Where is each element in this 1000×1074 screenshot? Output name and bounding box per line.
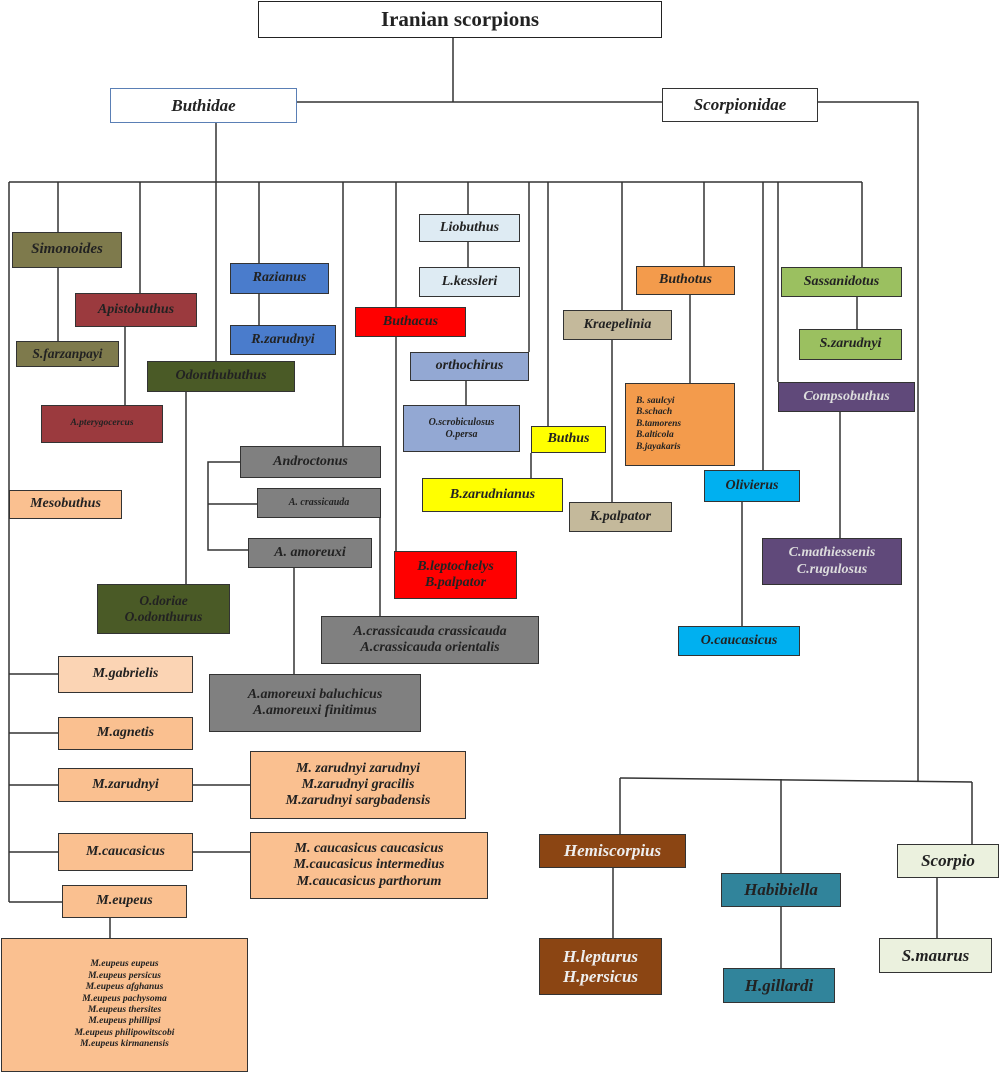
species-hemiscorpius-list: H.lepturus H.persicus bbox=[539, 938, 662, 995]
species-o-doriae: O.doriae bbox=[139, 593, 188, 609]
species-k-palpator: K.palpator bbox=[569, 502, 672, 532]
species-m-eupeus: M.eupeus bbox=[62, 885, 187, 918]
species-o-scrobiculosus: O.scrobiculosus bbox=[428, 417, 495, 428]
subspecies-m-eupeus-phillipsi: M.eupeus phillipsi bbox=[88, 1016, 161, 1027]
subspecies-m-zarudnyi-gracilis: M.zarudnyi gracilis bbox=[301, 776, 415, 792]
species-h-persicus: H.persicus bbox=[562, 966, 639, 986]
species-m-caucasicus: M.caucasicus bbox=[58, 833, 193, 871]
species-compsobuthus-list: C.mathiessenis C.rugulosus bbox=[762, 538, 902, 585]
subspecies-m-zarudnyi-list: M. zarudnyi zarudnyi M.zarudnyi gracilis… bbox=[250, 751, 466, 819]
genus-orthochirus: orthochirus bbox=[410, 352, 529, 381]
species-m-gabrielis: M.gabrielis bbox=[58, 656, 193, 693]
species-buthacus-list: B.leptochelys B.palpator bbox=[394, 551, 517, 599]
species-b-alticola: B.alticola bbox=[636, 430, 674, 441]
genus-habibiella: Habibiella bbox=[721, 873, 841, 907]
genus-razianus: Razianus bbox=[230, 263, 329, 294]
species-odonthubuthus-list: O.doriae O.odonthurus bbox=[97, 584, 230, 634]
genus-mesobuthus: Mesobuthus bbox=[9, 490, 122, 519]
species-a-crassicauda: A. crassicauda bbox=[257, 488, 381, 518]
species-b-zarudnianus: B.zarudnianus bbox=[422, 478, 563, 512]
genus-odonthubuthus: Odonthubuthus bbox=[147, 361, 295, 392]
subspecies-m-zarudnyi-sargbadensis: M.zarudnyi sargbadensis bbox=[285, 793, 431, 809]
subspecies-a-amoreuxi-list: A.amoreuxi baluchicus A.amoreuxi finitim… bbox=[209, 674, 421, 732]
genus-buthotus: Buthotus bbox=[636, 266, 735, 295]
subspecies-m-eupeus-afghanus: M.eupeus afghanus bbox=[85, 982, 164, 993]
genus-sassanidotus: Sassanidotus bbox=[781, 267, 902, 297]
species-m-zarudnyi: M.zarudnyi bbox=[58, 768, 193, 802]
genus-apistobuthus: Apistobuthus bbox=[75, 293, 197, 327]
subspecies-a-crassicauda-list: A.crassicauda crassicauda A.crassicauda … bbox=[321, 616, 539, 664]
genus-buthus: Buthus bbox=[531, 426, 606, 453]
species-orthochirus-list: O.scrobiculosus O.persa bbox=[403, 405, 520, 452]
genus-scorpio: Scorpio bbox=[897, 844, 999, 878]
subspecies-m-eupeus-kirmanensis: M.eupeus kirmanensis bbox=[80, 1039, 169, 1050]
genus-buthacus: Buthacus bbox=[355, 307, 466, 337]
species-a-amoreuxi: A. amoreuxi bbox=[248, 538, 372, 568]
genus-olivierus: Olivierus bbox=[704, 470, 800, 502]
species-o-odonthurus: O.odonthurus bbox=[124, 609, 203, 624]
species-c-mathiessenis: C.mathiessenis bbox=[788, 545, 876, 561]
subspecies-m-eupeus-list: M.eupeus eupeus M.eupeus persicus M.eupe… bbox=[1, 938, 248, 1072]
subspecies-m-eupeus-persicus: M.eupeus persicus bbox=[88, 970, 161, 981]
family-buthidae: Buthidae bbox=[110, 88, 297, 123]
subspecies-m-caucasicus-parthorum: M.caucasicus parthorum bbox=[296, 873, 442, 889]
subspecies-m-eupeus-pachysoma: M.eupeus pachysoma bbox=[82, 993, 167, 1004]
species-s-farzanpayi: S.farzanpayi bbox=[16, 341, 119, 367]
species-b-palpator: B.palpator bbox=[424, 575, 487, 590]
species-buthotus-list: B. saulcyi B.schach B.tamorens B.alticol… bbox=[625, 383, 735, 466]
species-r-zarudnyi: R.zarudnyi bbox=[230, 325, 336, 355]
species-h-gillardi: H.gillardi bbox=[723, 968, 835, 1003]
subspecies-m-eupeus-eupeus: M.eupeus eupeus bbox=[90, 959, 159, 970]
genus-compsobuthus: Compsobuthus bbox=[778, 382, 915, 412]
genus-kraepelinia: Kraepelinia bbox=[563, 310, 672, 340]
subspecies-m-eupeus-philipowitscobi: M.eupeus philipowitscobi bbox=[74, 1027, 175, 1038]
species-m-agnetis: M.agnetis bbox=[58, 717, 193, 750]
subspecies-a-crassicauda-crassicauda: A.crassicauda crassicauda bbox=[353, 623, 507, 639]
species-b-schach: B.schach bbox=[636, 407, 673, 418]
species-s-maurus: S.maurus bbox=[879, 938, 992, 973]
subspecies-m-caucasicus-intermedius: M.caucasicus intermedius bbox=[293, 857, 445, 873]
species-b-jayakaris: B.jayakaris bbox=[636, 441, 681, 452]
subspecies-m-eupeus-thersites: M.eupeus thersites bbox=[87, 1005, 162, 1015]
species-b-tamorens: B.tamorens bbox=[636, 418, 682, 429]
genus-androctonus: Androctonus bbox=[240, 446, 381, 478]
subspecies-m-caucasicus-list: M. caucasicus caucasicus M.caucasicus in… bbox=[250, 832, 488, 899]
species-a-pterygocercus: A.pterygocercus bbox=[41, 405, 163, 443]
genus-simonoides: Simonoides bbox=[12, 232, 122, 268]
genus-hemiscorpius: Hemiscorpius bbox=[539, 834, 686, 868]
subspecies-a-amoreuxi-baluchicus: A.amoreuxi baluchicus bbox=[247, 686, 383, 702]
species-b-saulcyi: B. saulcyi bbox=[636, 396, 675, 407]
genus-liobuthus: Liobuthus bbox=[419, 214, 520, 242]
subspecies-m-caucasicus-caucasicus: M. caucasicus caucasicus bbox=[294, 841, 444, 857]
species-c-rugulosus: C.rugulosus bbox=[796, 561, 868, 577]
subspecies-a-crassicauda-orientalis: A.crassicauda orientalis bbox=[360, 640, 500, 655]
species-o-persa: O.persa bbox=[445, 428, 478, 440]
species-b-leptochelys: B.leptochelys bbox=[417, 558, 494, 574]
species-h-lepturus: H.lepturus bbox=[562, 946, 639, 966]
subspecies-a-amoreuxi-finitimus: A.amoreuxi finitimus bbox=[253, 703, 377, 718]
species-o-caucasicus: O.caucasicus bbox=[678, 626, 800, 656]
family-scorpionidae: Scorpionidae bbox=[662, 88, 818, 122]
root-title: Iranian scorpions bbox=[258, 1, 662, 38]
species-l-kessleri: L.kessleri bbox=[419, 267, 520, 297]
species-s-zarudnyi: S.zarudnyi bbox=[799, 329, 902, 360]
subspecies-m-zarudnyi-zarudnyi: M. zarudnyi zarudnyi bbox=[295, 760, 421, 776]
